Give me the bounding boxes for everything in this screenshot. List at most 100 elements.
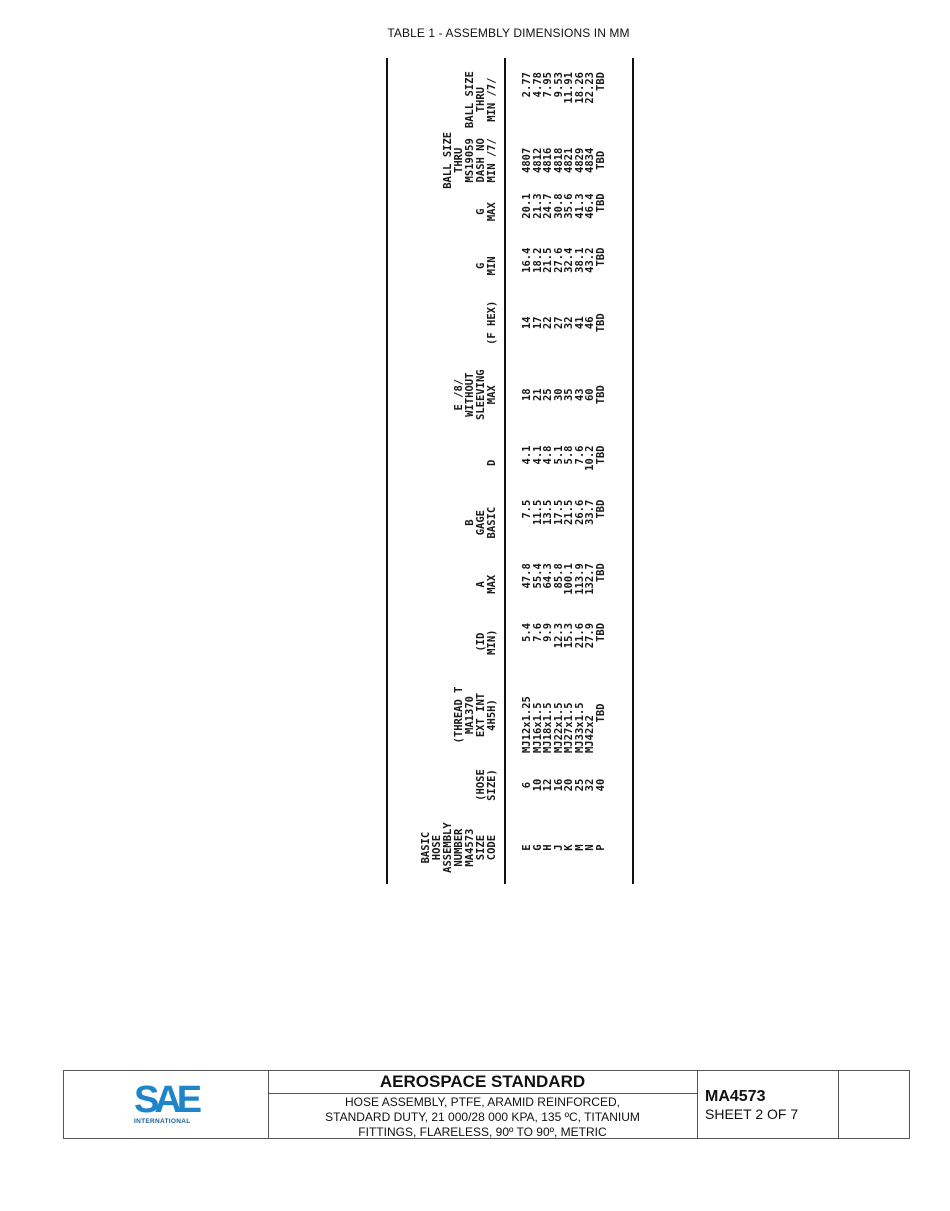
table-cell: 4807 xyxy=(521,147,533,173)
description-line: FITTINGS, FLARELESS, 90º TO 90º, METRIC xyxy=(358,1125,607,1139)
standard-description: HOSE ASSEMBLY, PTFE, ARAMID REINFORCED, … xyxy=(268,1094,697,1140)
table-cell: TBD xyxy=(594,445,607,465)
table-cell: 20.1 xyxy=(521,193,533,219)
description-line: STANDARD DUTY, 21 000/28 000 KPA, 135 ºC… xyxy=(325,1110,640,1124)
document-id-cell: MA4573 SHEET 2 OF 7 xyxy=(697,1071,839,1138)
table-cell: MJ18x1.5 xyxy=(542,702,554,754)
table-cell: 18 xyxy=(521,388,533,402)
table-cell: 32 xyxy=(563,316,575,330)
table-column-size-code: BASIC HOSE ASSEMBLY NUMBER MA4573 SIZE C… xyxy=(386,819,634,877)
table-cell: 15.3 xyxy=(563,622,575,649)
document-number: MA4573 xyxy=(705,1088,766,1105)
logo-cell: SAE INTERNATIONAL xyxy=(64,1071,269,1138)
table-cell: 35 xyxy=(563,388,575,402)
table-cell: 32 xyxy=(584,778,596,792)
table-cell: 20 xyxy=(563,778,575,792)
table-cell: 24.7 xyxy=(542,193,554,219)
column-header: (F HEX) xyxy=(486,300,498,345)
table-cell: 40 xyxy=(594,778,607,792)
table-cell: 22.23 xyxy=(584,72,596,104)
description-line: HOSE ASSEMBLY, PTFE, ARAMID REINFORCED, xyxy=(345,1095,620,1109)
column-header: E /8/ WITHOUT SLEEVING MAX xyxy=(453,369,498,420)
table-cell: 4.1 xyxy=(521,445,533,465)
table-cell: 10.2 xyxy=(584,445,596,471)
table-cell: 46 xyxy=(584,316,596,330)
table-cell: TBD xyxy=(594,499,607,519)
table-cell: 6 xyxy=(521,781,533,789)
column-header: (ID MIN) xyxy=(475,629,498,655)
table-title: TABLE 1 - ASSEMBLY DIMENSIONS IN MM xyxy=(387,26,630,40)
table-column-ball-dash: BALL SIZE THRU MS19059 DASH NO MIN /7/48… xyxy=(386,131,634,189)
column-header: G MIN xyxy=(475,256,498,276)
column-header: BALL SIZE THRU MIN /7/ xyxy=(464,71,498,129)
table-cell: 4.8 xyxy=(542,445,554,465)
table-cell: 25 xyxy=(542,388,554,402)
table-cell: 22 xyxy=(542,316,554,330)
table-cell: 64.3 xyxy=(542,563,554,589)
table-cell: TBD xyxy=(594,247,607,267)
table-cell: K xyxy=(563,844,575,851)
table-cell: TBD xyxy=(594,563,607,583)
table-cell: 12 xyxy=(542,778,554,792)
sae-logo: SAE INTERNATIONAL xyxy=(134,1079,202,1127)
revision-cell xyxy=(839,1071,909,1138)
table-cell: 14 xyxy=(521,316,533,330)
table-cell: 33.7 xyxy=(584,499,596,525)
sae-logo-subtext: INTERNATIONAL xyxy=(134,1118,191,1125)
table-cell: 43.2 xyxy=(584,247,596,273)
table-cell: N xyxy=(584,844,596,851)
table-cell: E xyxy=(521,844,533,851)
table-cell: 4834 xyxy=(584,147,596,173)
table-cell: MJ27x1.5 xyxy=(563,702,575,754)
table-cell: TBD xyxy=(594,385,607,405)
table-cell: 4816 xyxy=(542,147,554,173)
table-cell: 35.6 xyxy=(563,193,575,219)
table-cell: 21.5 xyxy=(542,247,554,273)
title-cell: AEROSPACE STANDARD HOSE ASSEMBLY, PTFE, … xyxy=(268,1071,698,1140)
table-cell: 7.5 xyxy=(521,499,533,519)
table-cell: 132.7 xyxy=(584,563,596,595)
table-cell: MJ42x2 xyxy=(584,715,596,754)
table-cell: 13.5 xyxy=(542,499,554,525)
column-header: (HOSE SIZE) xyxy=(475,769,498,801)
column-header: D xyxy=(486,459,498,467)
table-cell: 32.4 xyxy=(563,247,575,273)
table-cell: P xyxy=(594,844,607,851)
table-cell: 47.8 xyxy=(521,563,533,589)
assembly-dimensions-table: BASIC HOSE ASSEMBLY NUMBER MA4573 SIZE C… xyxy=(386,58,634,884)
sheet-number: SHEET 2 OF 7 xyxy=(705,1106,799,1122)
table-cell: TBD xyxy=(594,193,607,213)
column-header: BASIC HOSE ASSEMBLY NUMBER MA4573 SIZE C… xyxy=(420,822,498,873)
table-cell: H xyxy=(542,844,554,851)
table-cell: 5.8 xyxy=(563,445,575,465)
standard-heading: AEROSPACE STANDARD xyxy=(268,1071,697,1094)
table-cell: 2.77 xyxy=(521,72,533,98)
table-cell: 4821 xyxy=(563,147,575,173)
table-cell: 21.5 xyxy=(563,499,575,525)
sae-logo-mark: SAE xyxy=(134,1079,202,1121)
table-cell: TBD xyxy=(594,72,607,91)
table-cell: 5.4 xyxy=(521,622,533,642)
column-header: BALL SIZE THRU MS19059 DASH NO MIN /7/ xyxy=(442,131,498,189)
table-cell: 9.9 xyxy=(542,622,554,642)
assembly-dimensions-table-wrapper: BASIC HOSE ASSEMBLY NUMBER MA4573 SIZE C… xyxy=(386,58,634,884)
table-cell: 46.4 xyxy=(584,193,596,219)
